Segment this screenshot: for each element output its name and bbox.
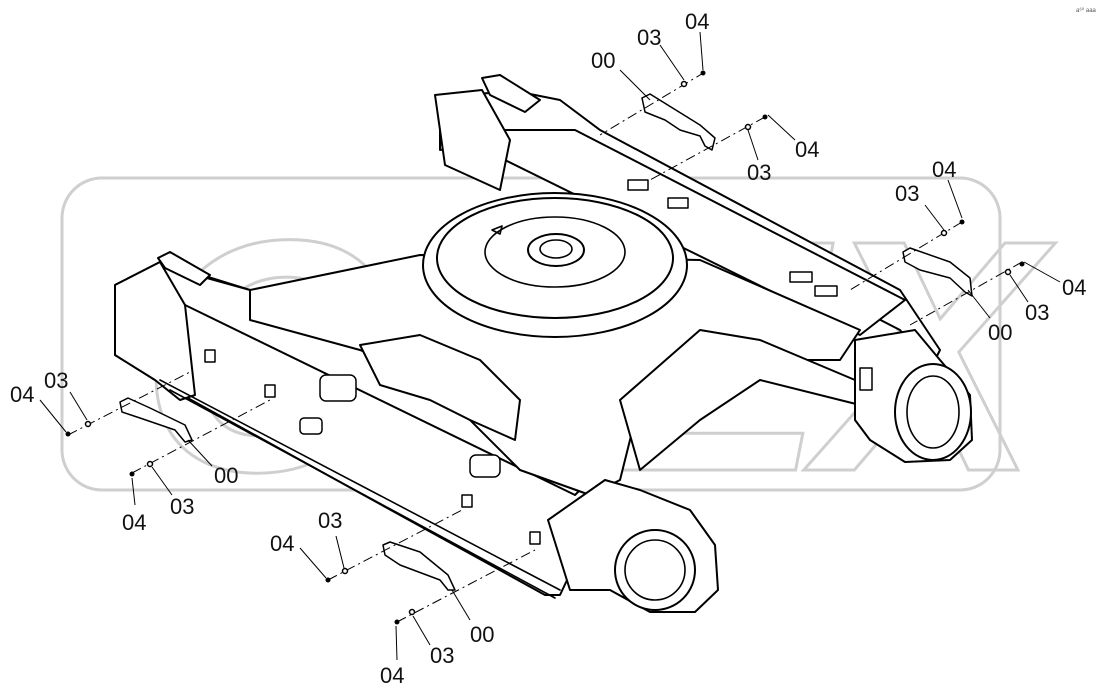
callout-right-b-04: 04 bbox=[1062, 275, 1086, 300]
left-rail-lower-edge bbox=[159, 379, 561, 591]
leader-right2-03 bbox=[1009, 274, 1029, 303]
bolt-bottom-a bbox=[325, 577, 331, 583]
bolt-top-a bbox=[700, 70, 706, 76]
swing-center-joint bbox=[539, 239, 573, 259]
back-rail-slot-4 bbox=[814, 285, 838, 297]
callout-left-a-03: 03 bbox=[44, 368, 68, 393]
washer-bottom-a bbox=[341, 567, 349, 575]
leader-top-04 bbox=[699, 31, 704, 71]
callout-top-b-03: 03 bbox=[747, 160, 771, 185]
sprocket-bore-front bbox=[614, 529, 696, 611]
corner-code: a⁶⁰ aaa bbox=[1076, 7, 1097, 14]
assembly-lines bbox=[39, 31, 1061, 661]
back-guard-bracket bbox=[481, 74, 541, 113]
pad-2 bbox=[264, 384, 276, 398]
leader-bottom2-00 bbox=[451, 589, 471, 621]
guard-top bbox=[641, 93, 716, 151]
back-rail-slot-2 bbox=[667, 197, 689, 209]
guard-bottom bbox=[382, 541, 456, 591]
rail-hole-1 bbox=[299, 417, 323, 435]
axis-left-b bbox=[131, 399, 271, 474]
bolt-right-a bbox=[959, 219, 965, 225]
left-end-plate bbox=[114, 261, 196, 401]
back-rail-slot-1 bbox=[627, 179, 649, 191]
callout-bottom-b-03: 03 bbox=[430, 643, 454, 668]
callout-right-a-03: 03 bbox=[895, 181, 919, 206]
callout-bottom-b-00: 00 bbox=[470, 622, 494, 647]
sprocket-bore-front-inner bbox=[624, 539, 686, 601]
arm-front-left bbox=[359, 334, 521, 441]
leader-bottom2-04 bbox=[395, 625, 398, 661]
callout-bottom-a-03: 03 bbox=[318, 508, 342, 533]
left-rail-bottom-edge bbox=[169, 389, 556, 599]
swing-bearing-inner bbox=[484, 216, 626, 288]
leader-top-00 bbox=[619, 69, 651, 101]
callout-top-b-04: 04 bbox=[795, 137, 819, 162]
back-rail-slot-3 bbox=[789, 271, 813, 283]
callout-right-b-00: 00 bbox=[988, 320, 1012, 345]
center-hole-1 bbox=[319, 374, 357, 402]
leader-top2-03 bbox=[747, 129, 759, 161]
callout-left-b-00: 00 bbox=[214, 463, 238, 488]
guard-right bbox=[902, 247, 973, 297]
washer-left-b bbox=[146, 460, 154, 468]
bolt-top-b bbox=[762, 114, 768, 120]
callout-left-b-04: 04 bbox=[122, 510, 146, 535]
callout-bottom-b-04: 04 bbox=[380, 663, 404, 688]
leader-left-04 bbox=[39, 399, 67, 433]
leader-left-03 bbox=[69, 391, 88, 421]
axis-bottom-a bbox=[327, 509, 463, 581]
callout-top-a-03: 03 bbox=[637, 25, 661, 50]
callout-left-b-03: 03 bbox=[170, 494, 194, 519]
leader-right2-00 bbox=[967, 289, 991, 319]
washer-left-a bbox=[84, 420, 92, 428]
bolt-right-b bbox=[1019, 261, 1025, 267]
pad-4 bbox=[529, 531, 541, 545]
bolt-left-b bbox=[129, 471, 135, 477]
washer-top-a bbox=[680, 80, 688, 88]
washer-right-a bbox=[940, 229, 948, 237]
pad-3 bbox=[461, 494, 473, 508]
back-end-plate bbox=[434, 89, 511, 191]
axis-top-a bbox=[599, 71, 706, 136]
callout-bottom-a-04: 04 bbox=[270, 531, 294, 556]
leader-right-04 bbox=[947, 179, 963, 219]
washer-bottom-b bbox=[408, 608, 416, 616]
leader-right-03 bbox=[924, 204, 945, 231]
callout-top-a-04: 04 bbox=[685, 9, 709, 34]
left-guard-bracket bbox=[157, 251, 211, 286]
leader-right2-04 bbox=[1023, 261, 1061, 283]
track-frame bbox=[114, 74, 973, 613]
right-housing-slot bbox=[859, 367, 873, 391]
callout-top-a-00: 00 bbox=[591, 48, 615, 73]
leader-bottom2-03 bbox=[412, 615, 431, 646]
swing-center-hub bbox=[527, 233, 585, 267]
leader-top2-04 bbox=[767, 114, 796, 141]
callout-left-a-04: 04 bbox=[10, 382, 34, 407]
leader-bottom-04 bbox=[299, 547, 327, 579]
bolt-left-a bbox=[65, 431, 71, 437]
rail-hole-2 bbox=[469, 454, 501, 478]
sprocket-bore-right-inner bbox=[906, 375, 960, 449]
leader-left2-00 bbox=[187, 439, 213, 467]
callout-right-a-04: 04 bbox=[932, 157, 956, 182]
callout-right-b-03: 03 bbox=[1025, 300, 1049, 325]
bolt-bottom-b bbox=[394, 619, 400, 625]
leader-left2-04 bbox=[131, 477, 136, 506]
callouts: 04 03 00 04 03 04 03 04 03 00 04 03 04 0… bbox=[10, 9, 1086, 688]
pad-1 bbox=[204, 349, 216, 363]
leader-left2-03 bbox=[151, 466, 173, 496]
bearing-marker bbox=[491, 225, 503, 235]
axis-right-b bbox=[909, 261, 1023, 326]
leader-bottom-03 bbox=[335, 535, 345, 569]
washer-top-b bbox=[744, 123, 752, 131]
leader-top-03 bbox=[659, 44, 685, 81]
track-guards bbox=[119, 93, 973, 591]
axis-bottom-b bbox=[396, 549, 536, 623]
washer-right-b bbox=[1004, 268, 1012, 276]
